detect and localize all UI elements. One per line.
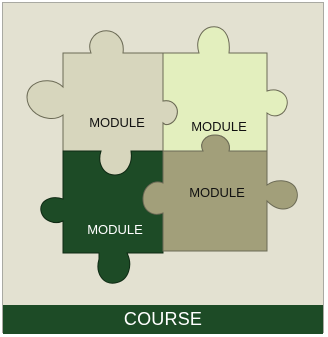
course-banner: COURSE	[3, 305, 323, 334]
piece-label-bottom-left: MODULE	[87, 222, 143, 237]
course-label: COURSE	[123, 309, 203, 329]
diagram-frame: MODULE MODULE MODULE MODULE COURSE	[2, 2, 324, 334]
piece-label-top-right: MODULE	[191, 119, 247, 134]
puzzle-piece-bottom-left	[40, 150, 164, 284]
puzzle-diagram: MODULE MODULE MODULE MODULE	[26, 26, 298, 284]
puzzle-piece-bottom-right	[142, 134, 298, 252]
piece-label-top-left: MODULE	[89, 115, 145, 130]
piece-label-bottom-right: MODULE	[189, 185, 245, 200]
